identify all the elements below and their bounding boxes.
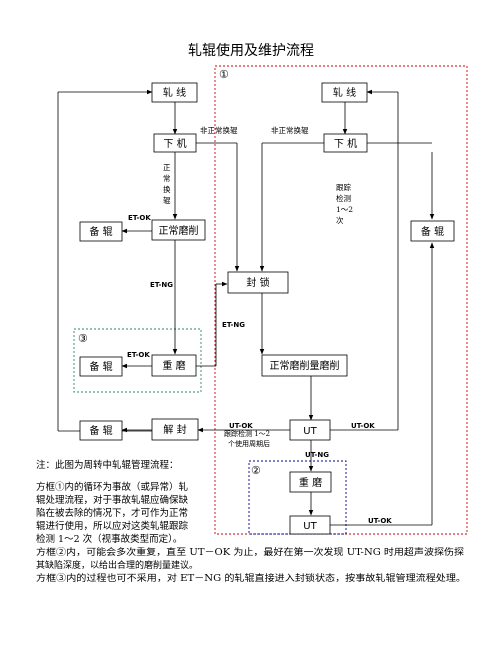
- box-roll-line-right: 轧 线: [321, 82, 368, 103]
- box-ut-top-label: UT: [303, 426, 317, 437]
- box-unload-left: 下 机: [153, 133, 197, 153]
- notes: 注：此图为周转中轧辊管理流程： 方框①内的循环为事故（或异常）轧 辊处理流程，对…: [36, 459, 466, 584]
- connectors: [57, 89, 435, 526]
- box-normal-grind-left: 正常磨削: [151, 219, 206, 241]
- page-title: 轧辊使用及维护流程: [188, 42, 314, 59]
- box-ut-bottom-label: UT: [303, 521, 317, 532]
- box-normal-grind-amount: 正常磨削量磨削: [261, 354, 348, 377]
- label-ut-ng: UT-NG: [305, 451, 329, 459]
- label-tracking-1: 跟踪: [336, 182, 351, 192]
- label-normal-change-1: 正: [163, 163, 171, 172]
- note-line-6: 检测 1～2 次（视事故类型而定）。: [36, 533, 182, 545]
- box-regrind2-label: 重 磨: [299, 476, 322, 489]
- label-et-ok-1: ET-OK: [128, 214, 151, 222]
- label-tracking-3: 1～2: [336, 205, 353, 214]
- label-ut-ok-bottom: UT-OK: [368, 517, 392, 525]
- note-line-8: 其缺陷深度，以给出合理的磨削量建议。: [36, 559, 198, 571]
- label-et-ng-2: ET-NG: [222, 321, 245, 329]
- region-1-frame: [214, 65, 468, 535]
- region-2-label: ②: [251, 464, 261, 477]
- label-ut-track-1: 跟踪检测 1～2: [224, 429, 270, 438]
- label-ut-ok-right: UT-OK: [351, 422, 375, 430]
- box-ut-top: UT: [289, 419, 331, 441]
- label-ut-ok-left: UT-OK: [229, 422, 253, 430]
- box-spare-left-top-label: 备 辊: [89, 225, 112, 238]
- region-3-label: ③: [78, 332, 88, 345]
- box-spare-right: 备 辊: [410, 220, 455, 242]
- box-unload-right: 下 机: [323, 133, 368, 153]
- note-line-2: 方框①内的循环为事故（或异常）轧: [36, 481, 189, 493]
- box-normal-grind-left-label: 正常磨削: [159, 224, 199, 237]
- region-3-frame: [73, 328, 202, 393]
- label-tracking-4: 次: [336, 215, 344, 225]
- box-spare-left-bottom-label: 备 辊: [89, 424, 112, 437]
- note-line-3: 辊处理流程，对于事故轧辊应确保缺: [36, 494, 189, 506]
- box-regrind2: 重 磨: [289, 471, 332, 493]
- label-ut-track-2: 个使用周期后: [228, 439, 270, 448]
- label-abnormal-change-2: 非正常换辊: [271, 125, 309, 135]
- box-regrind: 重 磨: [151, 354, 197, 377]
- box-unload-right-label: 下 机: [334, 137, 357, 150]
- box-roll-line-left: 轧 线: [151, 82, 198, 103]
- box-spare-left-mid: 备 辊: [79, 356, 123, 377]
- box-seal-lock: 封 锁: [227, 271, 289, 294]
- note-line-7: 方框②内，可能会多次重复，直至 UT－OK 为止，最好在第一次发现 UT-NG …: [36, 546, 464, 558]
- box-unload-left-label: 下 机: [163, 137, 186, 150]
- label-et-ok-2: ET-OK: [127, 351, 150, 359]
- label-normal-change-2: 常: [163, 174, 171, 183]
- box-unseal-label: 解 封: [163, 423, 186, 436]
- note-line-4: 陷在被去除的情况下，才可作为正常: [36, 507, 188, 519]
- label-normal-change-4: 辊: [163, 195, 171, 205]
- note-line-1: 注：此图为周转中轧辊管理流程：: [36, 459, 179, 471]
- box-spare-right-label: 备 辊: [421, 225, 444, 238]
- box-spare-left-bottom: 备 辊: [79, 420, 123, 441]
- label-normal-change-3: 换: [163, 184, 171, 194]
- box-spare-left-top: 备 辊: [79, 221, 123, 242]
- box-unseal: 解 封: [151, 418, 199, 441]
- label-abnormal-change-1: 非正常换辊: [200, 125, 238, 135]
- label-tracking-2: 检测: [336, 193, 351, 203]
- box-ut-bottom: UT: [289, 515, 331, 535]
- region-2-frame: [248, 460, 347, 535]
- box-spare-left-mid-label: 备 辊: [89, 360, 112, 373]
- note-line-9: 方框③内的过程也可不采用，对 ET－NG 的轧辊直接进入封锁状态，按事故轧辊管理…: [36, 572, 466, 584]
- box-roll-line-left-label: 轧 线: [163, 86, 186, 99]
- box-regrind-label: 重 磨: [162, 359, 185, 372]
- note-line-5: 辊进行使用，所以应对这类轧辊跟踪: [36, 520, 189, 532]
- label-et-ng-1: ET-NG: [150, 281, 173, 289]
- box-normal-grind-amount-label: 正常磨削量磨削: [270, 359, 340, 372]
- region-1-label: ①: [219, 68, 229, 81]
- box-seal-lock-label: 封 锁: [246, 276, 269, 289]
- box-roll-line-right-label: 轧 线: [333, 86, 356, 99]
